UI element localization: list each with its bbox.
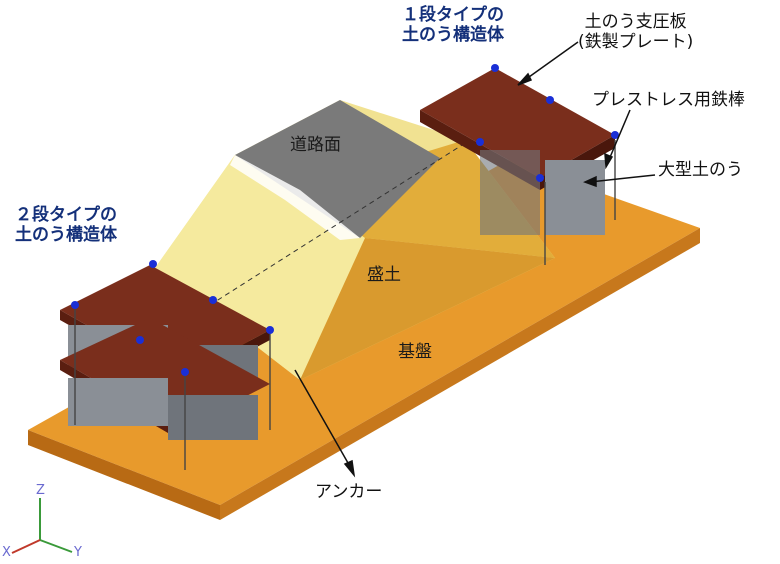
axis-triad: Z Y X: [2, 483, 82, 560]
z-axis-label: Z: [36, 483, 45, 498]
two-tier-label-line2: 土のう構造体: [15, 225, 117, 246]
one-tier-sandbag-structure: [420, 64, 619, 265]
x-axis-line: [11, 539, 41, 554]
one-tier-label-line1: １段タイプの: [402, 5, 504, 25]
road-surface-label: 道路面: [290, 135, 341, 155]
x-axis-label: X: [2, 545, 11, 560]
two-tier-sandbag-structure: [60, 260, 274, 470]
embankment-label: 盛土: [367, 265, 401, 285]
prestress-rod-label: プレストレス用鉄棒: [592, 90, 745, 110]
y-axis-line: [39, 539, 73, 553]
one-tier-label-line2: 土のう構造体: [402, 25, 504, 46]
support-plate-line1: 土のう支圧板: [584, 12, 687, 32]
support-plate-label: 土のう支圧板 (鉄製プレート): [578, 12, 693, 53]
road-surface: [209, 100, 471, 306]
y-axis-label: Y: [73, 545, 82, 560]
foundation-label: 基盤: [398, 342, 432, 362]
leader-arrows: [294, 41, 656, 478]
large-sandbag-label: 大型土のう: [658, 160, 743, 180]
anchor-label: アンカー: [315, 482, 383, 502]
two-tier-label-line1: ２段タイプの: [15, 205, 117, 225]
one-tier-structure-label: １段タイプの 土のう構造体: [402, 5, 504, 46]
two-tier-structure-label: ２段タイプの 土のう構造体: [15, 205, 117, 246]
support-plate-line2: (鉄製プレート): [578, 32, 694, 53]
